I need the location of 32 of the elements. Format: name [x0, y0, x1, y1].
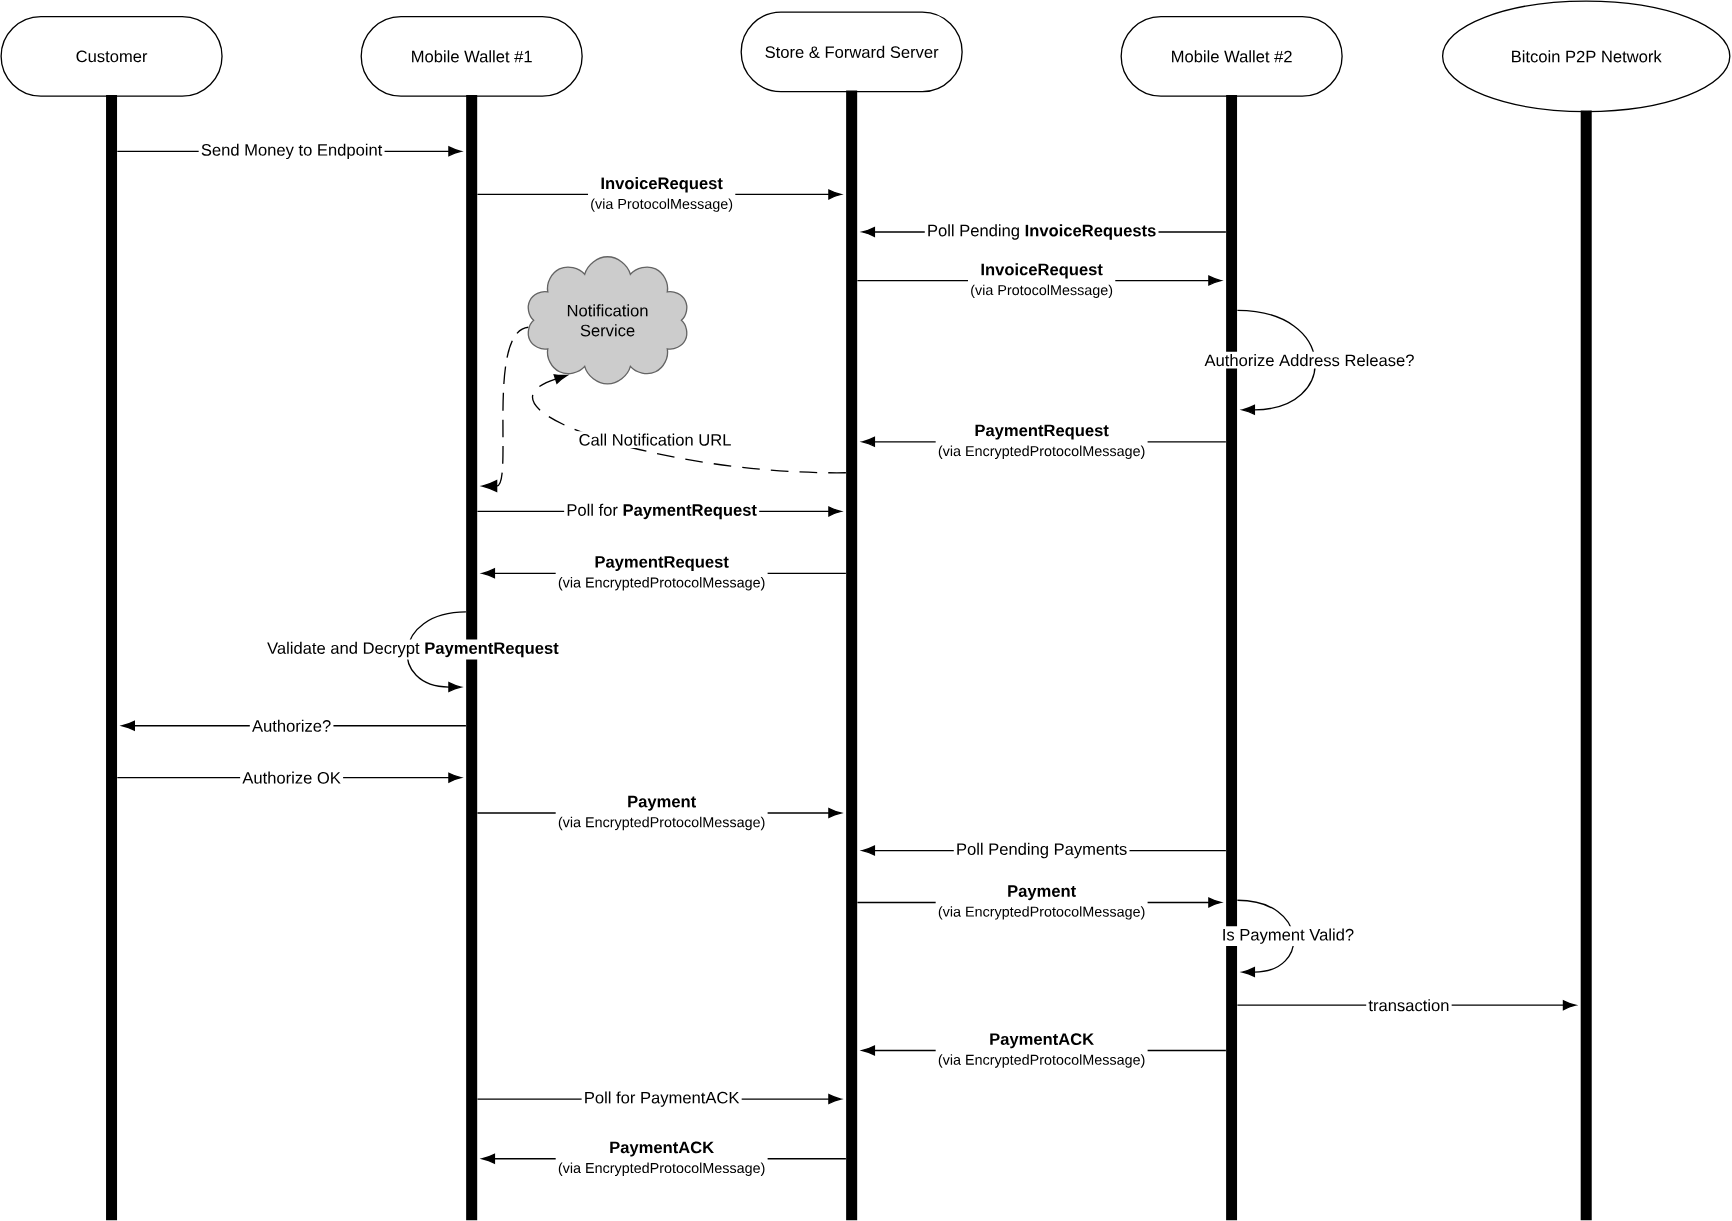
edge-label: Payment (via EncryptedProtocolMessage) — [935, 883, 1148, 922]
edge-label: Validate and Decrypt PaymentRequest — [264, 639, 561, 660]
participant-box: Customer — [0, 16, 223, 97]
participant-box: Mobile Wallet #1 — [360, 16, 583, 97]
edge-label: Call Notification URL — [576, 431, 734, 449]
edge-label: PaymentACK (via EncryptedProtocolMessage) — [935, 1031, 1148, 1071]
edge-label: Poll for PaymentACK — [581, 1089, 742, 1110]
edge-label: Payment (via EncryptedProtocolMessage) — [555, 793, 768, 833]
edge-label: Send Money to Endpoint — [198, 141, 385, 162]
edge-label: Poll Pending InvoiceRequests — [924, 222, 1159, 243]
edge-label: transaction — [1366, 997, 1452, 1014]
arrow — [1236, 899, 1294, 978]
arrow — [406, 611, 467, 693]
lifeline — [106, 95, 118, 1221]
edge-label: InvoiceRequest (via ProtocolMessage) — [968, 261, 1116, 301]
edge-label: Authorize OK — [240, 769, 344, 787]
edge-label: Poll for PaymentRequest — [564, 501, 760, 522]
edge-label: PaymentACK (via EncryptedProtocolMessage) — [555, 1139, 768, 1179]
participant-box: Store & Forward Server — [740, 11, 963, 93]
edge-label: Authorize Address Release? — [1202, 352, 1417, 369]
edge-label: Authorize? — [249, 717, 334, 735]
lifeline — [846, 90, 858, 1221]
arrow — [1236, 309, 1316, 416]
edge-label: InvoiceRequest (via ProtocolMessage) — [588, 175, 736, 215]
edge-label: Is Payment Valid? — [1219, 926, 1357, 947]
edge-label: Poll Pending Payments — [953, 840, 1130, 861]
arrow — [531, 374, 847, 474]
edge-label: PaymentRequest (via EncryptedProtocolMessage) — [935, 422, 1148, 462]
lifeline — [1580, 110, 1592, 1221]
arrow — [481, 326, 529, 493]
edge-label: PaymentRequest (via EncryptedProtocolMessage) — [555, 554, 768, 593]
participant-box: Mobile Wallet #2 — [1120, 16, 1343, 97]
